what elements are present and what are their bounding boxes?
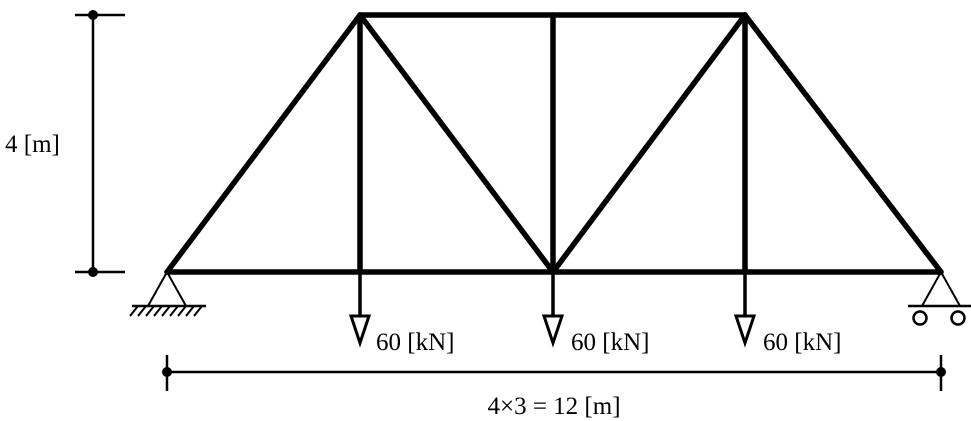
load-label-2: 60 [kN] [571,329,649,356]
load-3: 60 [kN] [733,272,841,356]
truss [164,12,944,275]
diagonal-member-1 [357,12,556,275]
span-dimension: 4×3 = 12 [m] [162,355,946,420]
load-1: 60 [kN] [348,272,454,356]
pin-support [129,269,206,317]
height-dimension: 4 [m] [5,10,125,277]
left-end-diagonal [164,12,363,275]
load-label-3: 60 [kN] [763,329,841,356]
span-dimension-dot-right [936,367,946,377]
span-label: 4×3 = 12 [m] [487,393,620,420]
load-2: 60 [kN] [541,272,649,356]
load-arrowhead-1 [348,314,372,348]
load-label-1: 60 [kN] [376,329,454,356]
roller-wheel-right [950,310,966,326]
roller-wheel-left [912,310,928,326]
span-dimension-dot-left [162,367,172,377]
height-label: 4 [m] [5,131,60,158]
height-dimension-dot-top [88,10,98,20]
right-end-diagonal [742,12,944,275]
roller-support [908,269,971,326]
load-arrowhead-2 [541,314,565,348]
pin-support-triangle [146,269,188,307]
diagonal-member-2 [550,12,748,275]
height-dimension-dot-bottom [88,267,98,277]
load-arrowhead-3 [733,314,757,348]
roller-support-triangle [920,269,962,307]
